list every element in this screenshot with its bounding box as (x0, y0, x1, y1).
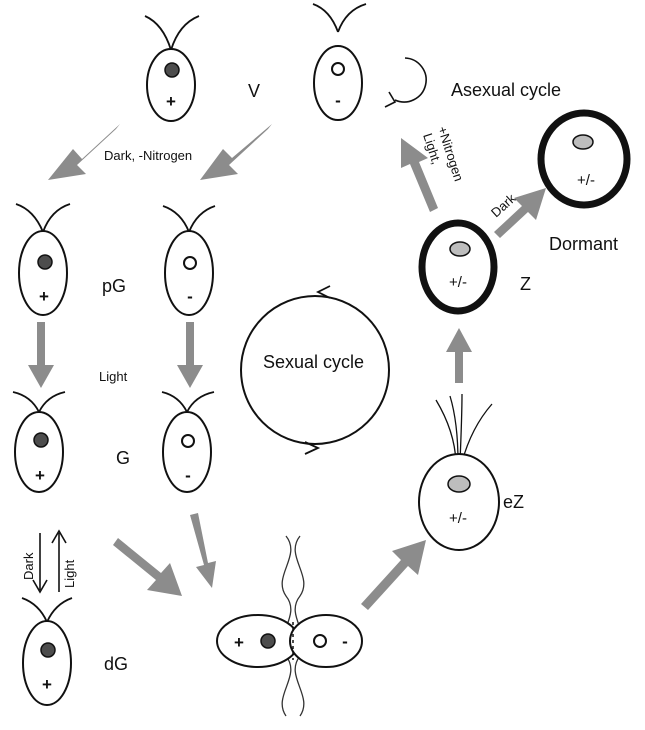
nucleus-dark (261, 634, 275, 648)
nucleus-light (182, 435, 194, 447)
mating-type-plus: + (42, 675, 52, 694)
nucleus-dark (38, 255, 52, 269)
label-pg: pG (102, 276, 126, 296)
label-dormant: Dormant (549, 234, 618, 254)
arrow-ez-to-z (446, 328, 472, 383)
arrow-pg-plus-to-g (28, 322, 54, 388)
mating-type-minus: - (342, 632, 348, 651)
label-light-vertical: Light (62, 559, 77, 588)
mating-type-plus: + (166, 92, 176, 111)
mating-type-plus-minus: +/- (449, 510, 467, 527)
nucleus-zygote (448, 476, 470, 492)
cell-v-minus: - (313, 4, 366, 120)
label-asexual-cycle: Asexual cycle (451, 80, 561, 100)
cell-dg-plus: + (22, 598, 72, 705)
label-g: G (116, 448, 130, 468)
nucleus-dark (165, 63, 179, 77)
mating-type-plus: + (35, 466, 45, 485)
label-ez: eZ (503, 492, 524, 512)
asexual-cycle-arc-icon (385, 58, 426, 107)
label-light-nitrogen: Light, +Nitrogen (420, 124, 467, 188)
cell-g-minus: - (162, 392, 214, 492)
nucleus-zygote (450, 242, 470, 256)
cell-early-zygote: +/- (419, 394, 499, 550)
label-dark-vertical: Dark (21, 552, 36, 580)
label-light: Light (99, 369, 128, 384)
mating-type-plus: + (39, 287, 49, 306)
cell-pg-minus: - (163, 206, 215, 315)
mating-type-plus-minus: +/- (449, 274, 467, 291)
arrow-v-minus-to-pg (200, 124, 272, 180)
nucleus-dark (34, 433, 48, 447)
cell-g-plus: + (13, 392, 65, 492)
cell-v-plus: + (145, 16, 199, 121)
cell-pg-plus: + (16, 204, 70, 315)
nucleus-zygote (573, 135, 593, 149)
mating-type-plus: + (234, 633, 244, 652)
mating-type-plus-minus: +/- (577, 172, 595, 189)
label-v: V (248, 81, 260, 101)
cell-dormant-zygote: +/- (541, 113, 627, 205)
nucleus-light (332, 63, 344, 75)
arrow-g-minus-to-mating (190, 513, 216, 588)
nucleus-light (184, 257, 196, 269)
mating-type-minus: - (185, 466, 191, 485)
nucleus-dark (41, 643, 55, 657)
nucleus-light (314, 635, 326, 647)
mating-pair: + - (217, 536, 362, 716)
label-z: Z (520, 274, 531, 294)
label-dg: dG (104, 654, 128, 674)
arrow-mating-to-ez (361, 540, 426, 610)
arrow-pg-minus-to-g (177, 322, 203, 388)
arrow-g-plus-to-mating (113, 538, 182, 596)
cell-zygote: +/- (422, 223, 494, 311)
mating-type-minus: - (187, 287, 193, 306)
label-sexual-cycle: Sexual cycle (263, 352, 364, 372)
label-dark-nitrogen: Dark, -Nitrogen (104, 148, 192, 163)
mating-type-minus: - (335, 91, 341, 110)
